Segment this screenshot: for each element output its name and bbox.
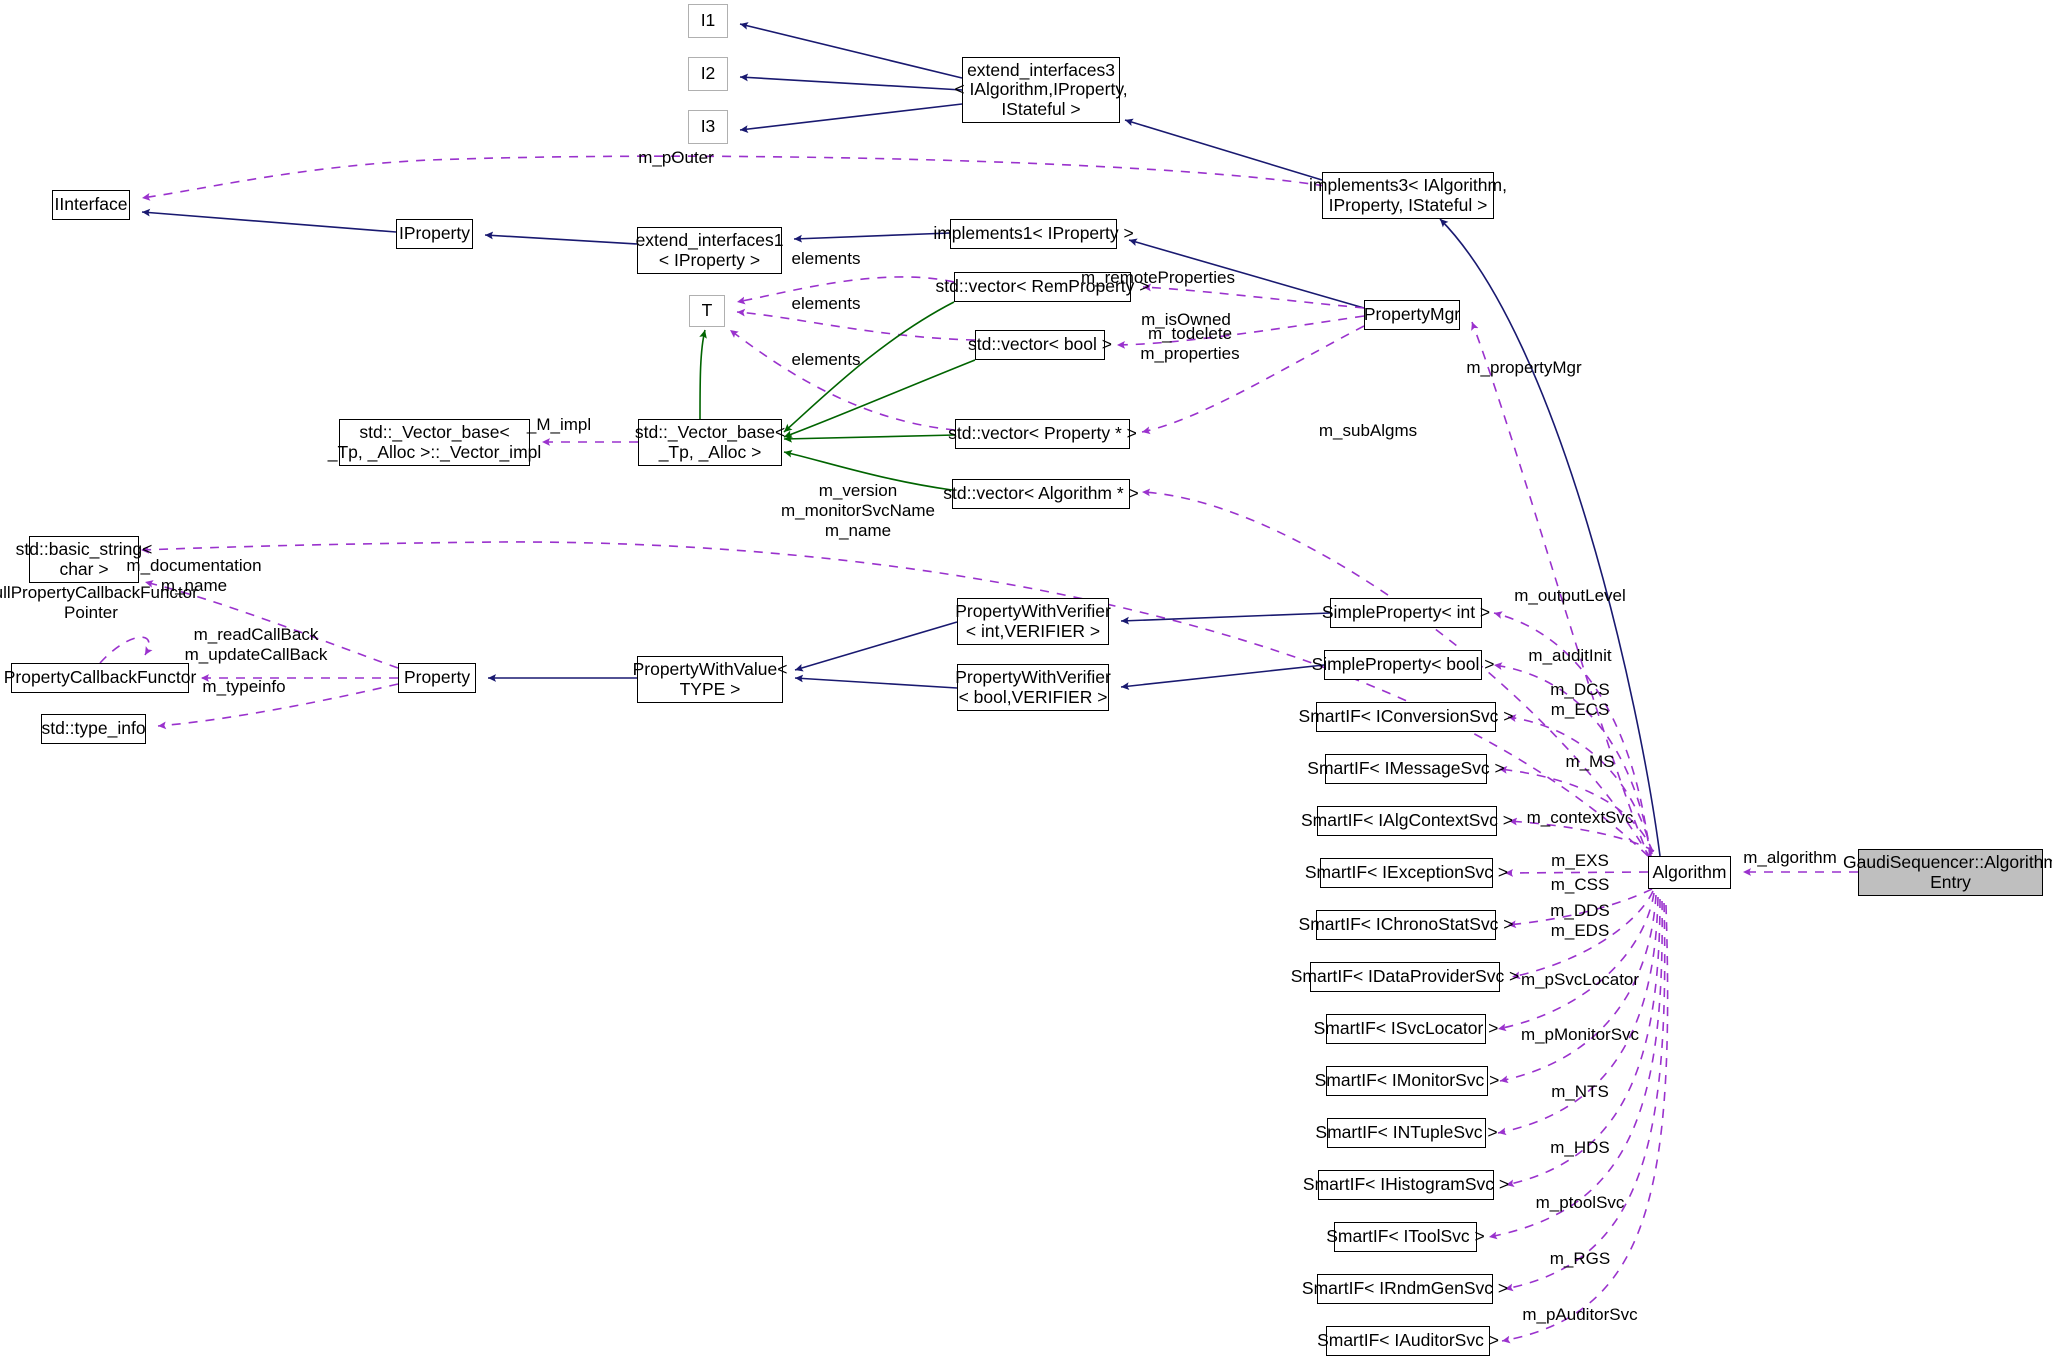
class-node-I2[interactable]: I2: [688, 57, 728, 91]
class-node-SimpleProperty_int[interactable]: SimpleProperty< int >: [1322, 598, 1490, 628]
edge-inheritance-SimpleProperty_int-to-PropertyWithVerifier_int: [1120, 612, 1331, 625]
class-node-vector_Algorithm_ptr[interactable]: std::vector< Algorithm * >: [943, 479, 1139, 509]
class-node-PropertyWithValue[interactable]: PropertyWithValue< TYPE >: [633, 656, 787, 703]
class-node-extend_interfaces1[interactable]: extend_interfaces1 < IProperty >: [636, 227, 783, 274]
class-node-SmartIF_INTupleSvc[interactable]: SmartIF< INTupleSvc >: [1315, 1118, 1498, 1148]
class-node-IProperty[interactable]: IProperty: [396, 219, 473, 249]
edge-label-m_RGS: m_RGS: [1549, 1248, 1611, 1268]
class-node-GaudiSequencerAlgorithmEntry[interactable]: GaudiSequencer::Algorithm Entry: [1843, 849, 2052, 896]
class-node-I1[interactable]: I1: [688, 4, 728, 38]
edge-label-elements3: elements: [791, 349, 861, 369]
class-node-Vector_base[interactable]: std::_Vector_base< _Tp, _Alloc >: [635, 419, 785, 466]
class-node-vector_bool[interactable]: std::vector< bool >: [968, 330, 1112, 360]
class-node-SmartIF_IDataProviderSvc[interactable]: SmartIF< IDataProviderSvc >: [1291, 962, 1519, 992]
class-node-SmartIF_IHistogramSvc[interactable]: SmartIF< IHistogramSvc >: [1303, 1170, 1509, 1200]
edge-label-m_ptoolSvc: m_ptoolSvc: [1535, 1192, 1625, 1212]
class-node-T[interactable]: T: [689, 295, 725, 327]
edge-usage-vector_bool-to-T: [736, 308, 976, 341]
edge-label-m_pMonitorSvc: m_pMonitorSvc: [1520, 1024, 1640, 1044]
edge-usage-vector_Property_ptr-to-T: [729, 329, 956, 431]
edge-label-m_HDS: m_HDS: [1550, 1137, 1610, 1157]
class-node-vector_RemProperty[interactable]: std::vector< RemProperty >: [936, 272, 1150, 302]
edge-label-m_outputLevel: m_outputLevel: [1514, 585, 1626, 605]
class-node-IInterface[interactable]: IInterface: [52, 190, 130, 220]
class-node-PropertyWithVerifier_bool[interactable]: PropertyWithVerifier < bool,VERIFIER >: [955, 664, 1111, 711]
edge-label-m_pAuditorSvc: m_pAuditorSvc: [1522, 1304, 1638, 1324]
edge-inheritance-PropertyWithVerifier_int-to-PropertyWithValue: [794, 621, 958, 672]
class-node-PropertyWithVerifier_int[interactable]: PropertyWithVerifier < int,VERIFIER >: [955, 598, 1111, 645]
edge-label-m_version_block: m_version m_monitorSvcName m_name: [781, 480, 935, 541]
class-node-SmartIF_IToolSvc[interactable]: SmartIF< IToolSvc >: [1326, 1222, 1485, 1252]
edge-label-m_todelete_m_properties: m_todelete m_properties: [1140, 323, 1240, 363]
class-node-type_info[interactable]: std::type_info: [41, 714, 146, 744]
edge-label-m_remoteProperties: m_remoteProperties: [1080, 267, 1236, 287]
edge-usage-PropertyCallbackFunctor-to-PropertyCallbackFunctor: [99, 636, 153, 664]
edge-label-m_pOuter: m_pOuter: [638, 147, 714, 167]
edge-label-elements2: elements: [791, 293, 861, 313]
edge-label-m_EXS: m_EXS: [1551, 850, 1609, 870]
edge-label-m_pSvcLocator: m_pSvcLocator: [1520, 969, 1640, 989]
edge-template-vector_Property_ptr-to-Vector_base: [783, 434, 956, 443]
class-node-SmartIF_IRndmGenSvc[interactable]: SmartIF< IRndmGenSvc >: [1302, 1274, 1508, 1304]
edge-usage-Algorithm-to-SmartIF_IConversionSvc: [1507, 714, 1653, 855]
edge-label-elements1: elements: [791, 248, 861, 268]
edge-inheritance-implements3-to-extend_interfaces3: [1124, 118, 1323, 181]
edge-label-m_auditInit: m_auditInit: [1528, 645, 1612, 665]
class-node-SmartIF_IConversionSvc[interactable]: SmartIF< IConversionSvc >: [1299, 702, 1513, 732]
edge-usage-Algorithm-to-SmartIF_IToolSvc: [1488, 900, 1663, 1240]
edge-usage-PropertyMgr-to-vector_RemProperty: [1142, 283, 1365, 309]
edge-label-m_typeinfo: m_typeinfo: [202, 676, 286, 696]
class-node-SmartIF_IExceptionSvc[interactable]: SmartIF< IExceptionSvc >: [1305, 858, 1508, 888]
edge-label-m_algorithm: m_algorithm: [1743, 847, 1837, 867]
class-node-extend_interfaces3[interactable]: extend_interfaces3 < IAlgorithm,IPropert…: [954, 57, 1128, 123]
edge-label-_M_impl: _M_impl: [526, 414, 592, 434]
class-node-vector_Property_ptr[interactable]: std::vector< Property * >: [948, 419, 1137, 449]
edge-label-m_MS: m_MS: [1565, 751, 1615, 771]
edge-inheritance-IProperty-to-IInterface: [141, 208, 397, 233]
class-node-SmartIF_IChronoStatSvc[interactable]: SmartIF< IChronoStatSvc >: [1299, 910, 1513, 940]
edge-label-m_readCallBack_m_updateCallBack: m_readCallBack m_updateCallBack: [184, 624, 328, 664]
class-node-PropertyMgr[interactable]: PropertyMgr: [1364, 300, 1460, 330]
class-node-I3[interactable]: I3: [688, 110, 728, 144]
edge-inheritance-extend_interfaces3-to-I2: [739, 73, 963, 91]
class-node-SimpleProperty_bool[interactable]: SimpleProperty< bool >: [1312, 650, 1494, 680]
class-node-SmartIF_ISvcLocator[interactable]: SmartIF< ISvcLocator >: [1314, 1014, 1498, 1044]
edge-inheritance-PropertyWithVerifier_bool-to-PropertyWithValue: [794, 674, 958, 689]
class-node-Algorithm[interactable]: Algorithm: [1648, 856, 1731, 889]
edge-template-Vector_base-to-T: [699, 329, 707, 420]
edge-label-m_contextSvc: m_contextSvc: [1526, 807, 1634, 827]
edge-label-m_subAlgms: m_subAlgms: [1318, 420, 1418, 440]
class-node-Vector_base_impl[interactable]: std::_Vector_base< _Tp, _Alloc >::_Vecto…: [328, 419, 541, 466]
edge-inheritance-extend_interfaces1-to-IProperty: [484, 231, 638, 245]
edge-inheritance-SimpleProperty_bool-to-PropertyWithVerifier_bool: [1120, 664, 1325, 691]
edge-label-m_NTS: m_NTS: [1551, 1081, 1609, 1101]
class-node-SmartIF_IAlgContextSvc[interactable]: SmartIF< IAlgContextSvc >: [1301, 806, 1513, 836]
edge-label-m_CSS: m_CSS: [1550, 874, 1610, 894]
edge-usage-implements3-to-IInterface: [141, 155, 1326, 201]
edge-inheritance-extend_interfaces3-to-I3: [739, 103, 963, 133]
edge-inheritance-extend_interfaces3-to-I1: [739, 22, 963, 79]
edge-template-vector_bool-to-Vector_base: [783, 359, 976, 438]
class-node-SmartIF_IAuditorSvc[interactable]: SmartIF< IAuditorSvc >: [1317, 1326, 1499, 1356]
class-node-SmartIF_IMonitorSvc[interactable]: SmartIF< IMonitorSvc >: [1315, 1066, 1499, 1096]
edge-inheritance-implements1-to-extend_interfaces1: [793, 232, 951, 243]
class-node-implements1[interactable]: implements1< IProperty >: [933, 219, 1134, 249]
class-node-SmartIF_IMessageSvc[interactable]: SmartIF< IMessageSvc >: [1307, 754, 1505, 784]
edge-label-m_propertyMgr: m_propertyMgr: [1466, 357, 1582, 377]
edge-label-nullPropertyCallbackFunctorPointer: nullPropertyCallbackFunctor Pointer: [0, 582, 198, 622]
edge-label-m_DDS_m_EDS: m_DDS m_EDS: [1550, 900, 1610, 940]
class-node-Property[interactable]: Property: [398, 663, 476, 693]
class-node-PropertyCallbackFunctor[interactable]: PropertyCallbackFunctor: [4, 663, 196, 693]
edge-label-m_DCS_m_ECS: m_DCS m_ECS: [1550, 679, 1610, 719]
class-node-implements3[interactable]: implements3< IAlgorithm, IProperty, ISta…: [1309, 172, 1507, 219]
class-node-basic_string[interactable]: std::basic_string< char >: [16, 536, 152, 583]
edge-usage-Algorithm-to-SmartIF_IExceptionSvc: [1504, 869, 1649, 877]
